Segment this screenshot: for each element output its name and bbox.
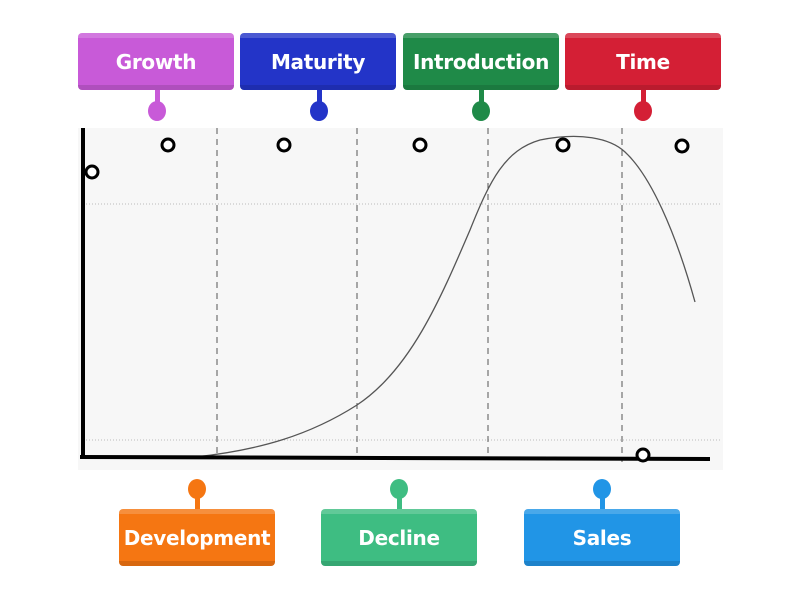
drop-target-hotspot[interactable] <box>674 138 690 154</box>
label-text: Introduction <box>412 49 550 74</box>
drop-target-hotspot[interactable] <box>84 164 100 180</box>
label-text: Growth <box>115 49 197 74</box>
pin-icon <box>310 101 328 121</box>
label-text: Time <box>616 49 670 74</box>
pin-stem <box>195 497 200 509</box>
drop-target-hotspot[interactable] <box>555 137 571 153</box>
pin-icon <box>472 101 490 121</box>
pin-icon <box>593 479 611 499</box>
pin-stem <box>317 90 322 102</box>
label-text: Decline <box>358 525 440 550</box>
pin-icon <box>634 101 652 121</box>
label-decline[interactable]: Decline <box>321 509 477 566</box>
pin-stem <box>397 497 402 509</box>
label-sales[interactable]: Sales <box>524 509 680 566</box>
label-time[interactable]: Time <box>565 33 721 90</box>
drop-target-hotspot[interactable] <box>635 447 651 463</box>
drop-target-hotspot[interactable] <box>412 137 428 153</box>
drop-target-hotspot[interactable] <box>276 137 292 153</box>
pin-icon <box>148 101 166 121</box>
sales-curve <box>194 135 696 458</box>
pin-icon <box>188 479 206 499</box>
label-maturity[interactable]: Maturity <box>240 33 396 90</box>
diagram-background <box>78 128 723 470</box>
label-text: Development <box>123 525 271 550</box>
label-growth[interactable]: Growth <box>78 33 234 90</box>
drop-target-hotspot[interactable] <box>160 137 176 153</box>
label-text: Sales <box>572 525 632 550</box>
pin-stem <box>155 90 160 102</box>
label-development[interactable]: Development <box>119 509 275 566</box>
label-text: Maturity <box>270 49 366 74</box>
x-axis <box>79 455 711 461</box>
pin-stem <box>600 497 605 509</box>
label-introduction[interactable]: Introduction <box>403 33 559 90</box>
pin-icon <box>390 479 408 499</box>
pin-stem <box>641 90 646 102</box>
pin-stem <box>479 90 484 102</box>
